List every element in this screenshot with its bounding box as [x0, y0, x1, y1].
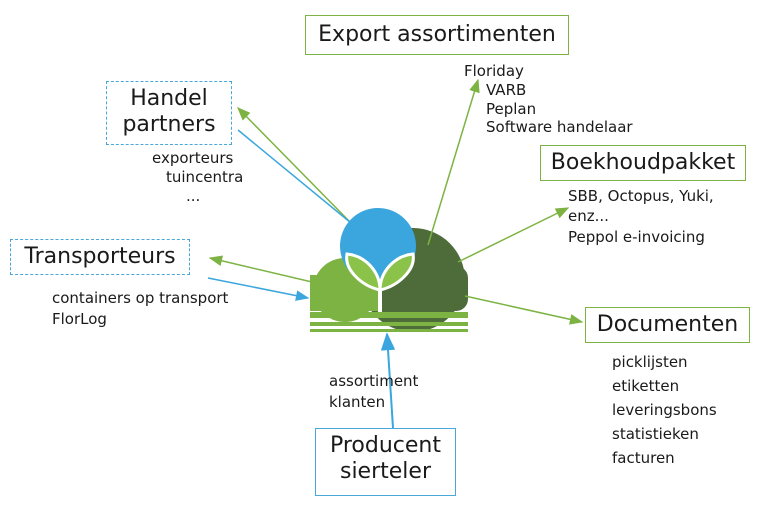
documenten-items: picklijsten etiketten leveringsbons stat…	[612, 350, 717, 470]
handel-title-line2: partners	[122, 112, 216, 138]
arrow-to-documenten	[464, 295, 584, 325]
list-item: Peppol e-invoicing	[568, 227, 705, 246]
list-item: tuincentra	[166, 167, 244, 186]
producent-title-line2: sierteler	[339, 459, 431, 485]
list-item: Software handelaar	[486, 118, 633, 137]
documenten-box: Documenten	[585, 307, 750, 343]
export-box: Export assortimenten	[305, 15, 569, 55]
list-item: enz...	[568, 207, 609, 226]
list-item: Peplan	[486, 99, 537, 118]
list-item: leveringsbons	[612, 401, 717, 419]
central-logo	[310, 208, 468, 332]
arrow-to-transport	[208, 255, 313, 283]
export-items: Floriday VARB Peplan Software handelaar	[464, 62, 633, 137]
list-item: SBB, Octopus, Yuki,	[568, 187, 714, 205]
producent-box: Producent sierteler	[315, 428, 456, 496]
arrow-to-export	[427, 78, 480, 246]
arrow-to-boekhoud	[457, 207, 570, 263]
transport-title: Transporteurs	[24, 244, 176, 269]
list-item: containers op transport	[52, 289, 229, 307]
arrow-to-handel	[237, 107, 351, 223]
producent-title-line1: Producent	[329, 433, 441, 458]
list-item: ...	[186, 186, 201, 205]
transport-items: containers op transport FlorLog	[52, 288, 228, 330]
handel-items: exporteurs tuincentra ...	[152, 149, 243, 205]
boekhoud-items: SBB, Octopus, Yuki, enz... Peppol e-invo…	[568, 186, 714, 247]
arrow-from-producent	[380, 332, 396, 429]
boekhoud-box: Boekhoudpakket	[540, 145, 746, 181]
documenten-title: Documenten	[596, 312, 739, 337]
list-item: assortiment	[329, 372, 419, 390]
list-item: VARB	[486, 80, 527, 99]
list-item: Floriday	[464, 62, 524, 80]
arrow-from-transport	[207, 277, 310, 301]
transport-box: Transporteurs	[10, 239, 190, 275]
boekhoud-title: Boekhoudpakket	[550, 150, 736, 175]
list-item: picklijsten	[612, 353, 688, 371]
list-item: facturen	[612, 449, 675, 467]
handel-title-line1: Handel	[130, 86, 208, 111]
list-item: klanten	[329, 393, 386, 411]
list-item: exporteurs	[152, 149, 234, 167]
producent-items: assortiment klanten	[329, 371, 418, 413]
logo-stripes	[310, 312, 468, 332]
list-item: FlorLog	[52, 310, 107, 328]
list-item: statistieken	[612, 425, 699, 443]
arrow-from-handel	[237, 129, 364, 233]
list-item: etiketten	[612, 377, 680, 395]
handel-box: Handel partners	[106, 81, 232, 145]
export-title: Export assortimenten	[318, 22, 556, 47]
